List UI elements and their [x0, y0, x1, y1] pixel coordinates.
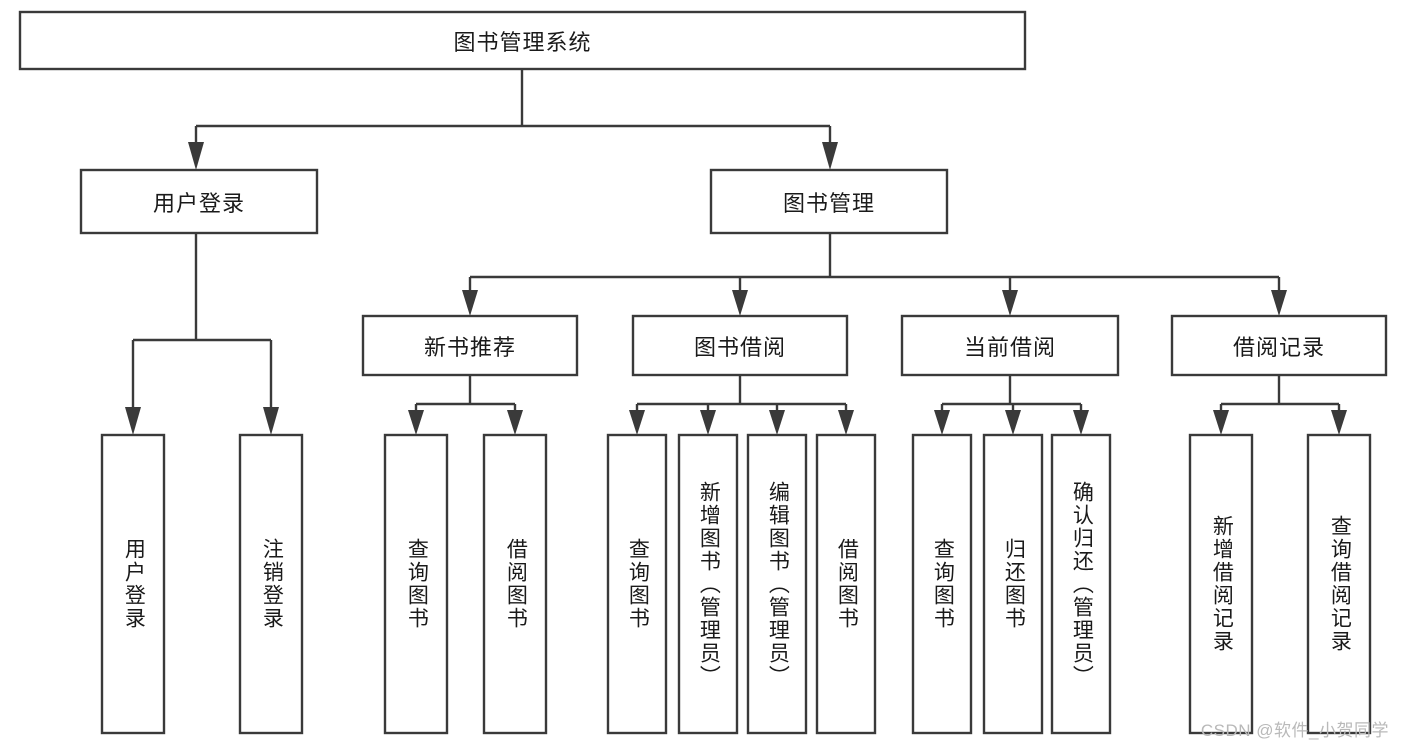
connector-group-root	[188, 69, 838, 170]
arrow-icon-bm-to-book-borrow	[732, 290, 748, 316]
connector-group-book-borrow	[629, 375, 854, 435]
arrow-icon-bb-to-borrow-book	[838, 410, 854, 435]
arrow-icon-br-to-add-record	[1213, 410, 1229, 435]
node-box-book-management[interactable]	[709, 168, 949, 235]
connector-group-borrow-record	[1213, 375, 1347, 435]
arrow-icon-bb-to-add-book	[700, 410, 716, 435]
node-box-current-borrow[interactable]	[900, 314, 1120, 377]
node-box-leaf-query-record[interactable]	[1306, 433, 1372, 735]
connector-group-book-management	[462, 233, 1287, 316]
node-box-root[interactable]	[18, 10, 1027, 71]
connector-group-user-login	[125, 233, 279, 435]
node-box-leaf-query-book-2[interactable]	[606, 433, 668, 735]
node-box-leaf-borrow-book-1[interactable]	[482, 433, 548, 735]
arrow-icon-bm-to-new-book-recommend	[462, 290, 478, 316]
node-box-leaf-query-book-1[interactable]	[383, 433, 449, 735]
arrow-icon-bb-to-edit-book	[769, 410, 785, 435]
arrow-icon-cb-to-confirm-return	[1073, 410, 1089, 435]
connector-group-new-book-recommend	[408, 375, 523, 435]
arrow-icon-cb-to-return-book	[1005, 410, 1021, 435]
arrow-icon-nbr-to-query-book	[408, 410, 424, 435]
node-box-leaf-user-login[interactable]	[100, 433, 166, 735]
arrow-icon-ul-to-user-login-leaf	[125, 407, 141, 435]
node-box-leaf-add-record[interactable]	[1188, 433, 1254, 735]
node-box-leaf-logout[interactable]	[238, 433, 304, 735]
arrow-icon-cb-to-query-book	[934, 410, 950, 435]
node-box-borrow-record[interactable]	[1170, 314, 1388, 377]
arrow-icon-root-to-book-management	[822, 142, 838, 170]
arrow-icon-br-to-query-record	[1331, 410, 1347, 435]
node-box-leaf-borrow-book-2[interactable]	[815, 433, 877, 735]
arrow-icon-bm-to-borrow-record	[1271, 290, 1287, 316]
node-box-book-borrow[interactable]	[631, 314, 849, 377]
arrow-icon-bb-to-query-book	[629, 410, 645, 435]
node-box-new-book-recommend[interactable]	[361, 314, 579, 377]
node-box-leaf-query-book-3[interactable]	[911, 433, 973, 735]
arrow-icon-root-to-user-login	[188, 142, 204, 170]
node-box-leaf-confirm-return[interactable]	[1050, 433, 1112, 735]
arrow-icon-ul-to-logout-leaf	[263, 407, 279, 435]
connector-group-current-borrow	[934, 375, 1089, 435]
arrow-icon-bm-to-current-borrow	[1002, 290, 1018, 316]
node-box-leaf-return-book[interactable]	[982, 433, 1044, 735]
node-box-user-login[interactable]	[79, 168, 319, 235]
node-box-leaf-edit-book[interactable]	[746, 433, 808, 735]
arrow-icon-nbr-to-borrow-book	[507, 410, 523, 435]
node-box-leaf-add-book[interactable]	[677, 433, 739, 735]
